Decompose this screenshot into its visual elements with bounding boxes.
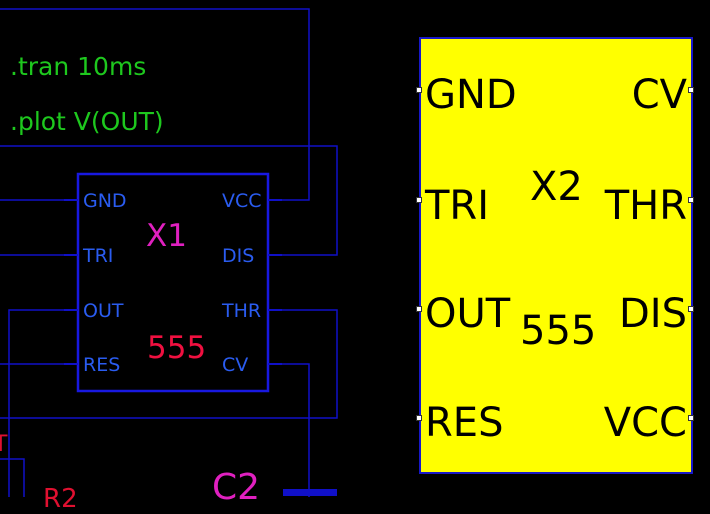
x1-pin-thr: THR [222,300,262,322]
x2-pin-dot-thr[interactable] [688,197,694,203]
x1-pin-gnd: GND [83,190,127,212]
x1-pin-stubs-right [268,199,282,365]
x2-pin-dot-dis[interactable] [688,306,694,312]
x2-ref-label: X2 [530,164,583,210]
x2-pin-gnd: GND [425,72,517,118]
plot-directive[interactable]: .plot V(OUT) [10,107,164,136]
x1-pin-dis: DIS [222,245,255,267]
x2-pin-res: RES [425,400,504,446]
x1-pin-tri: TRI [83,245,114,267]
x1-pin-out: OUT [83,300,124,322]
x2-block[interactable]: GND TRI OUT RES CV THR DIS VCC X2 555 [419,37,693,474]
tran-directive[interactable]: .tran 10ms [10,52,147,81]
x1-value-label[interactable]: 555 [147,330,207,366]
x2-pin-tri: TRI [425,183,490,229]
x2-pin-dot-vcc[interactable] [688,415,694,421]
x2-pin-cv: CV [631,72,687,118]
x1-ref-label[interactable]: X1 [146,218,187,254]
c2-label[interactable]: C2 [212,467,261,508]
x2-pin-thr: THR [604,183,687,229]
x2-pin-dis: DIS [619,291,687,337]
x2-pin-dot-gnd[interactable] [416,87,422,93]
x1-pin-res: RES [83,354,121,376]
x2-pin-dot-res[interactable] [416,415,422,421]
wire-bottom-left[interactable] [0,458,25,497]
x2-pin-dot-cv[interactable] [688,87,694,93]
x1-pin-cv: CV [222,354,249,376]
capacitor-c2-plate[interactable] [283,489,337,496]
wire-thr-loop[interactable] [0,309,338,419]
x1-body[interactable] [76,172,270,393]
wire-out[interactable] [8,309,78,497]
x2-pin-out: OUT [425,291,511,337]
wire-cv[interactable] [268,363,310,497]
x1-pin-stubs-left [64,199,78,365]
wire-dis-loop[interactable] [0,145,338,256]
x2-value-label: 555 [520,308,597,354]
schematic-canvas[interactable] [0,0,710,497]
x2-pin-vcc: VCC [603,400,687,446]
x2-pin-dot-tri[interactable] [416,197,422,203]
partial-label-left: T [0,432,8,457]
x2-pin-dot-out[interactable] [416,306,422,312]
wire-top-loop[interactable] [0,8,310,201]
r2-label[interactable]: R2 [43,484,78,514]
x1-pin-vcc: VCC [222,190,262,212]
